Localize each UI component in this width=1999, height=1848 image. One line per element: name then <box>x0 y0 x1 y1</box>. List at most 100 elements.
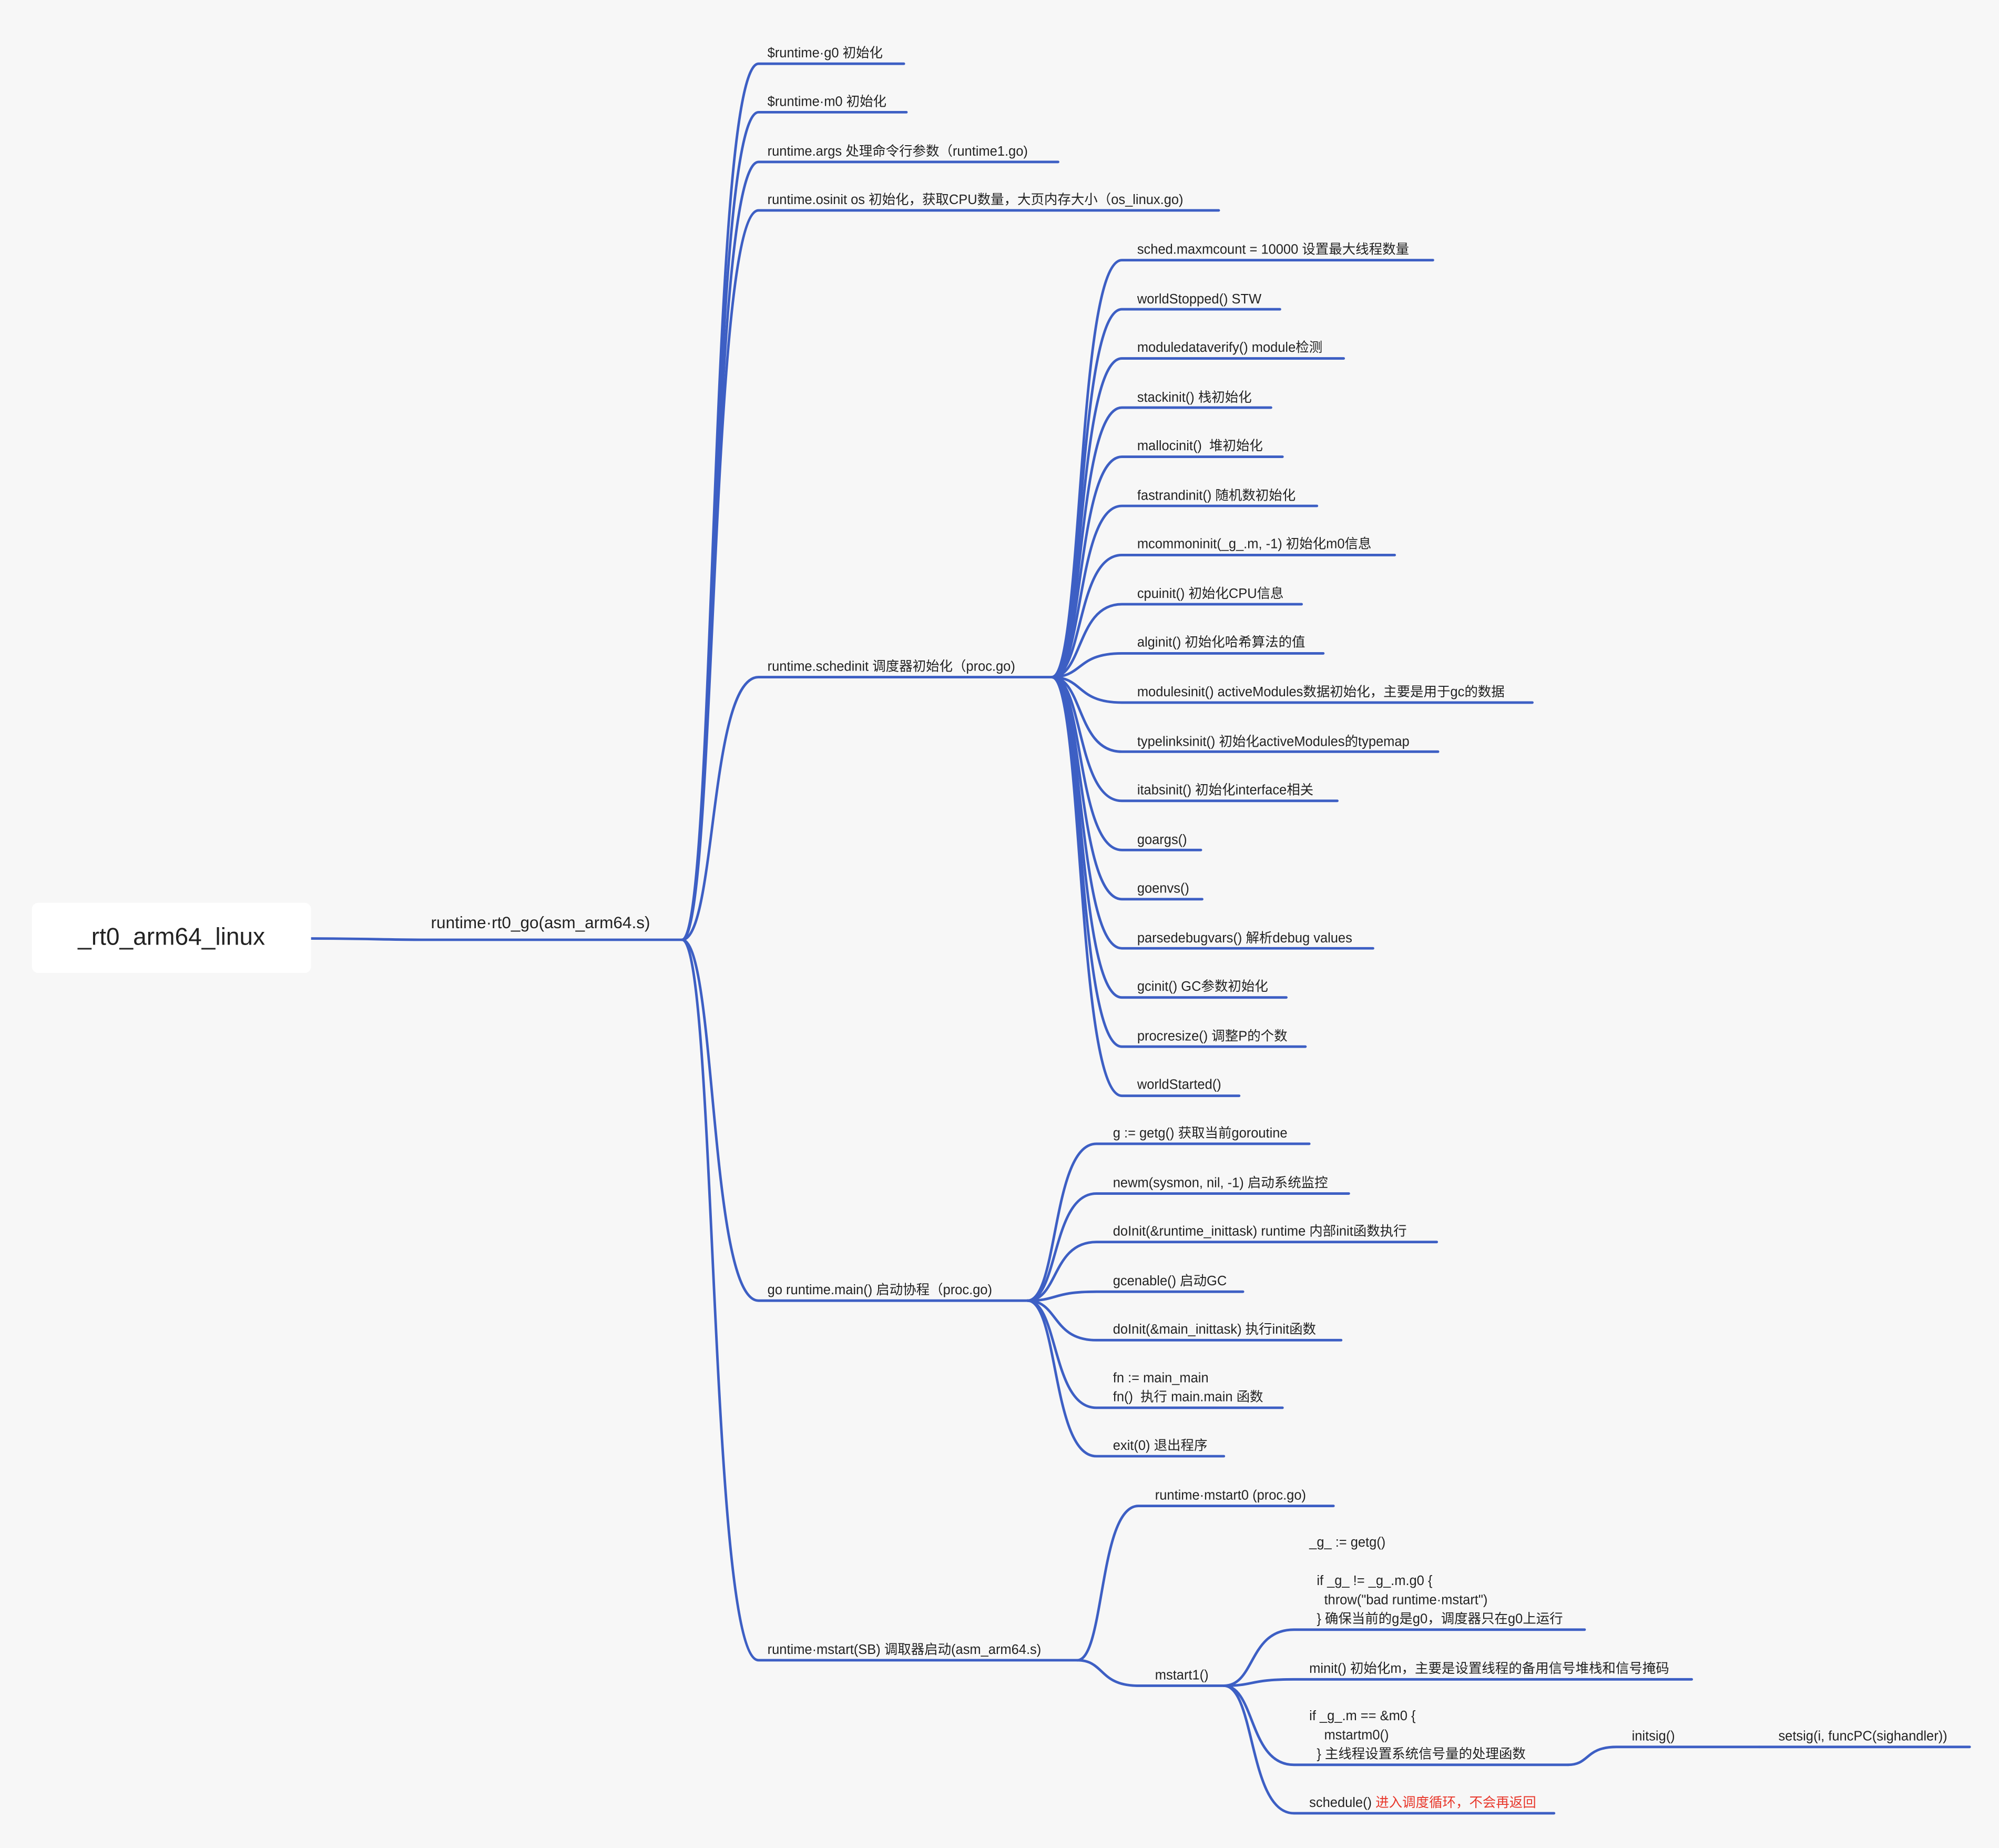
main-node-3[interactable]: gcenable() 启动GC <box>1113 1273 1227 1292</box>
schedinit-node-14-label: parsedebugvars() 解析debug values <box>1137 930 1352 946</box>
schedinit-node-13[interactable]: goenvs() <box>1137 880 1189 899</box>
schedule-note: 进入调度循环，不会再返回 <box>1375 1795 1536 1811</box>
mstart-node-1-connector <box>1076 1659 1226 1687</box>
schedinit-node-12[interactable]: goargs() <box>1137 831 1187 850</box>
main-node-0[interactable]: g := getg() 获取当前goroutine <box>1113 1125 1288 1144</box>
level1-node-3-connector <box>680 209 1220 941</box>
mstart1-node-1[interactable]: minit() 初始化m，主要是设置线程的备用信号堆栈和信号掩码 <box>1309 1660 1669 1679</box>
schedinit-node-8[interactable]: alginit() 初始化哈希算法的值 <box>1137 634 1306 653</box>
schedinit-node-6[interactable]: mcommoninit(_g_.m, -1) 初始化m0信息 <box>1137 536 1372 555</box>
root-node[interactable]: _rt0_arm64_linux <box>32 902 311 973</box>
main-node-2-label: doInit(&runtime_inittask) runtime 内部init… <box>1113 1224 1407 1240</box>
initsig-node[interactable]: initsig() <box>1632 1728 1675 1747</box>
mstart1-node-1-label: minit() 初始化m，主要是设置线程的备用信号堆栈和信号掩码 <box>1309 1661 1669 1677</box>
schedinit-node-10[interactable]: typelinksinit() 初始化activeModules的typemap <box>1137 733 1410 752</box>
schedinit-node-3[interactable]: stackinit() 栈初始化 <box>1137 389 1252 408</box>
root-label: _rt0_arm64_linux <box>78 923 266 951</box>
level1-node-0-label: $runtime·g0 初始化 <box>767 46 883 62</box>
schedinit-node-0[interactable]: sched.maxmcount = 10000 设置最大线程数量 <box>1137 241 1409 260</box>
schedinit-node-1[interactable]: worldStopped() STW <box>1137 290 1261 309</box>
schedinit-node-11-label: itabsinit() 初始化interface相关 <box>1137 783 1314 798</box>
level1-node-2-connector <box>680 160 1059 941</box>
schedinit-node-16[interactable]: procresize() 调整P的个数 <box>1137 1028 1288 1047</box>
level1-node-5-label: go runtime.main() 启动协程（proc.go) <box>767 1283 992 1298</box>
level1-node-2[interactable]: runtime.args 处理命令行参数（runtime1.go) <box>768 143 1028 162</box>
level1-node-3-label: runtime.osinit os 初始化，获取CPU数量，大页内存大小（os_… <box>767 192 1184 208</box>
setsig-node[interactable]: setsig(i, funcPC(sighandler)) <box>1778 1728 1947 1747</box>
mstart1-node-2-connector <box>1222 1684 1569 1766</box>
level1-node-6-connector <box>680 938 1079 1662</box>
level1-node-3[interactable]: runtime.osinit os 初始化，获取CPU数量，大页内存大小（os_… <box>768 191 1184 210</box>
entry-node[interactable]: runtime·rt0_go(asm_arm64.s) <box>431 913 650 932</box>
main-node-4[interactable]: doInit(&main_inittask) 执行init函数 <box>1113 1321 1316 1340</box>
level1-node-2-label: runtime.args 处理命令行参数（runtime1.go) <box>767 144 1028 160</box>
mstart1-node-0[interactable]: _g_ := getg() if _g_ != _g_.m.g0 { throw… <box>1309 1534 1563 1630</box>
main-node-6-connector <box>1026 1299 1226 1458</box>
level1-node-4-connector <box>680 676 1053 941</box>
entry-label: runtime·rt0_go(asm_arm64.s) <box>431 913 650 932</box>
schedinit-node-15-label: gcinit() GC参数初始化 <box>1137 979 1268 995</box>
main-node-2-connector <box>1026 1241 1439 1302</box>
schedinit-node-7[interactable]: cpuinit() 初始化CPU信息 <box>1137 585 1284 604</box>
main-node-0-connector <box>1026 1142 1311 1302</box>
entry-connector <box>310 937 684 941</box>
schedinit-node-11[interactable]: itabsinit() 初始化interface相关 <box>1137 781 1313 800</box>
main-node-1-label: newm(sysmon, nil, -1) 启动系统监控 <box>1113 1175 1328 1191</box>
level1-node-6-label: runtime·mstart(SB) 调取器启动(asm_arm64.s) <box>767 1642 1042 1658</box>
main-node-6-label: exit(0) 退出程序 <box>1113 1438 1208 1454</box>
schedinit-node-0-label: sched.maxmcount = 10000 设置最大线程数量 <box>1137 242 1410 258</box>
mstart-node-0-connector <box>1076 1505 1335 1662</box>
mstart1-node-0-connector <box>1222 1628 1586 1687</box>
schedinit-node-10-label: typelinksinit() 初始化activeModules的typemap <box>1137 734 1410 749</box>
mstart1-node-2[interactable]: if _g_.m == &m0 { mstartm0() } 主线程设置系统信号… <box>1309 1708 1526 1765</box>
initsig-node-connector <box>1566 1745 1761 1766</box>
schedinit-node-15[interactable]: gcinit() GC参数初始化 <box>1137 978 1268 997</box>
level1-node-6[interactable]: runtime·mstart(SB) 调取器启动(asm_arm64.s) <box>768 1641 1042 1660</box>
mstart-node-1-label: mstart1() <box>1155 1668 1209 1683</box>
schedinit-node-17[interactable]: worldStarted() <box>1137 1077 1221 1095</box>
level1-node-1[interactable]: $runtime·m0 初始化 <box>768 93 886 112</box>
mstart1-node-3[interactable]: schedule() 进入调度循环，不会再返回 <box>1309 1794 1536 1813</box>
level1-node-1-label: $runtime·m0 初始化 <box>767 94 887 110</box>
schedinit-node-8-label: alginit() 初始化哈希算法的值 <box>1137 635 1306 651</box>
main-node-0-label: g := getg() 获取当前goroutine <box>1113 1126 1288 1142</box>
level1-node-5-connector <box>680 938 1029 1302</box>
mstart-node-1[interactable]: mstart1() <box>1155 1667 1209 1685</box>
mstart-node-0[interactable]: runtime·mstart0 (proc.go) <box>1155 1487 1306 1506</box>
schedinit-node-9[interactable]: modulesinit() activeModules数据初始化，主要是用于gc… <box>1137 683 1505 702</box>
schedinit-node-3-label: stackinit() 栈初始化 <box>1137 390 1252 405</box>
mstart-node-0-label: runtime·mstart0 (proc.go) <box>1155 1488 1306 1504</box>
main-node-5-label: fn := main_main fn() 执行 main.main 函数 <box>1113 1370 1263 1406</box>
schedinit-node-5[interactable]: fastrandinit() 随机数初始化 <box>1137 487 1296 506</box>
main-node-1[interactable]: newm(sysmon, nil, -1) 启动系统监控 <box>1113 1174 1328 1193</box>
level1-node-4-label: runtime.schedinit 调度器初始化（proc.go) <box>767 659 1015 675</box>
schedinit-node-16-label: procresize() 调整P的个数 <box>1137 1029 1288 1044</box>
schedinit-node-13-label: goenvs() <box>1137 881 1189 897</box>
main-node-5[interactable]: fn := main_main fn() 执行 main.main 函数 <box>1113 1369 1263 1408</box>
schedinit-node-9-connector <box>1050 676 1534 704</box>
schedinit-node-6-connector <box>1050 554 1396 678</box>
schedinit-node-1-label: worldStopped() STW <box>1137 291 1262 307</box>
main-node-4-connector <box>1026 1299 1343 1342</box>
main-node-1-connector <box>1026 1192 1350 1302</box>
main-node-5-connector <box>1026 1299 1284 1409</box>
level1-node-4[interactable]: runtime.schedinit 调度器初始化（proc.go) <box>768 658 1015 677</box>
level1-node-5[interactable]: go runtime.main() 启动协程（proc.go) <box>768 1282 992 1301</box>
initsig-node-label: initsig() <box>1631 1729 1675 1744</box>
schedinit-node-4[interactable]: mallocinit() 堆初始化 <box>1137 438 1263 456</box>
main-node-6[interactable]: exit(0) 退出程序 <box>1113 1437 1208 1456</box>
schedinit-node-17-label: worldStarted() <box>1137 1078 1221 1093</box>
setsig-node-label: setsig(i, funcPC(sighandler)) <box>1778 1729 1947 1744</box>
schedinit-node-5-connector <box>1050 504 1319 678</box>
mstart1-node-3-label: schedule() <box>1309 1795 1376 1811</box>
mstart1-node-3-connector <box>1222 1684 1556 1815</box>
level1-node-0[interactable]: $runtime·g0 初始化 <box>768 45 883 64</box>
schedinit-node-14-connector <box>1050 676 1374 950</box>
schedinit-node-2[interactable]: moduledataverify() module检测 <box>1137 339 1322 358</box>
schedinit-node-6-label: mcommoninit(_g_.m, -1) 初始化m0信息 <box>1137 537 1372 553</box>
schedinit-node-10-connector <box>1050 676 1440 753</box>
main-node-2[interactable]: doInit(&runtime_inittask) runtime 内部init… <box>1113 1223 1407 1242</box>
schedinit-node-14[interactable]: parsedebugvars() 解析debug values <box>1137 929 1352 948</box>
schedinit-node-5-label: fastrandinit() 随机数初始化 <box>1137 488 1296 504</box>
